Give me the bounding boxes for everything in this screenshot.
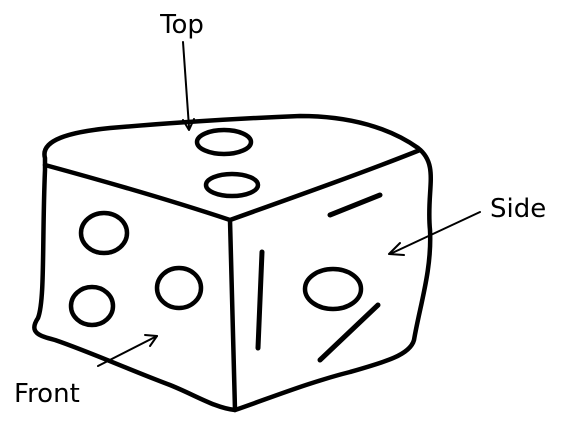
top-pip-2 — [206, 174, 258, 196]
label-side: Side — [490, 194, 546, 224]
label-front: Front — [14, 379, 80, 409]
front-pip-3 — [157, 268, 201, 308]
label-top: Top — [159, 10, 204, 40]
top-arrow-line — [183, 42, 189, 127]
top-pip-1 — [197, 130, 251, 154]
side-pip — [305, 269, 361, 309]
front-pip-1 — [81, 213, 127, 253]
front-pip-2 — [71, 287, 113, 325]
